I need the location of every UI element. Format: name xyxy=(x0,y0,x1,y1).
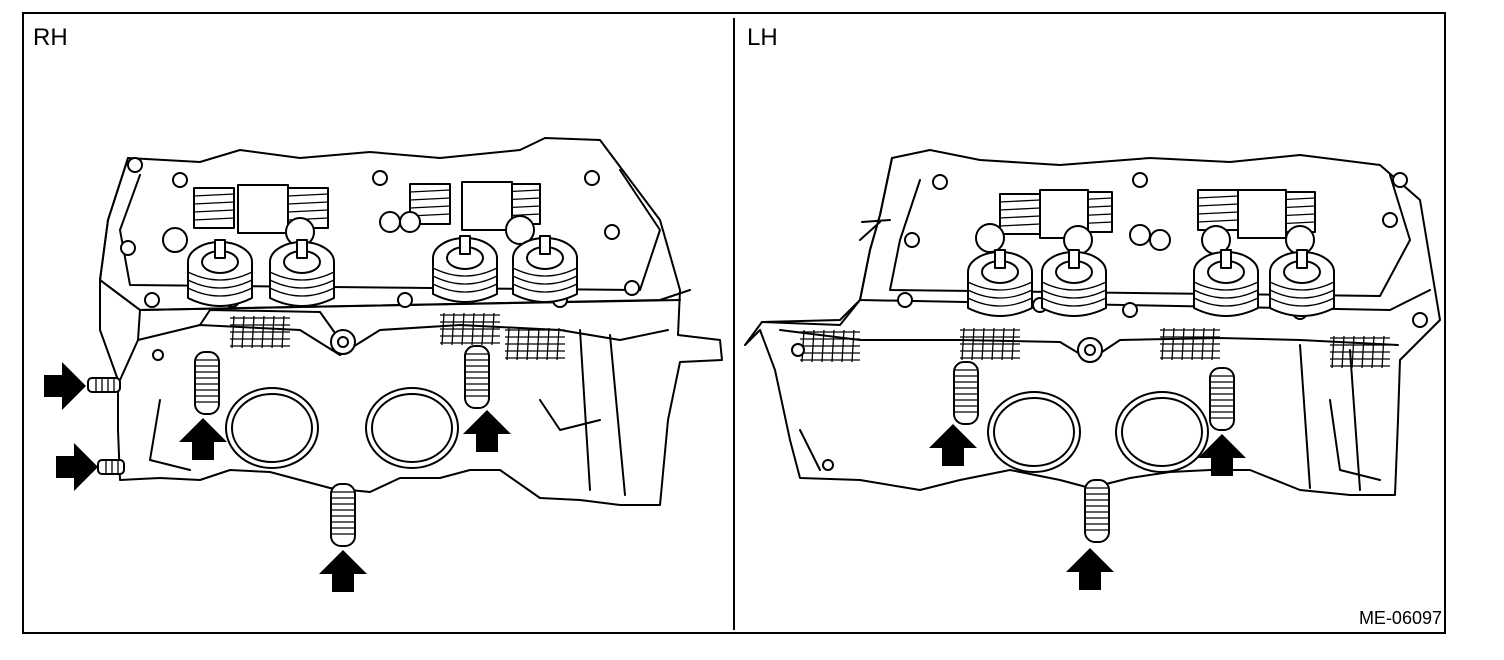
figure-id: ME-06097 xyxy=(1358,608,1442,628)
lh-cylinder-head xyxy=(744,149,1441,543)
lh-panel-label: LH xyxy=(747,24,778,51)
lh-stud-arrow-lower xyxy=(1066,548,1114,590)
rh-stud-arrow-lower xyxy=(319,550,367,592)
rh-side-stud-arrow-lower xyxy=(56,443,98,491)
rh-cylinder-head xyxy=(87,137,723,547)
rh-side-stud-arrow-upper xyxy=(44,362,86,410)
rh-panel-label: RH xyxy=(33,24,68,51)
panel-divider xyxy=(733,18,735,630)
figure-frame xyxy=(22,12,1446,634)
